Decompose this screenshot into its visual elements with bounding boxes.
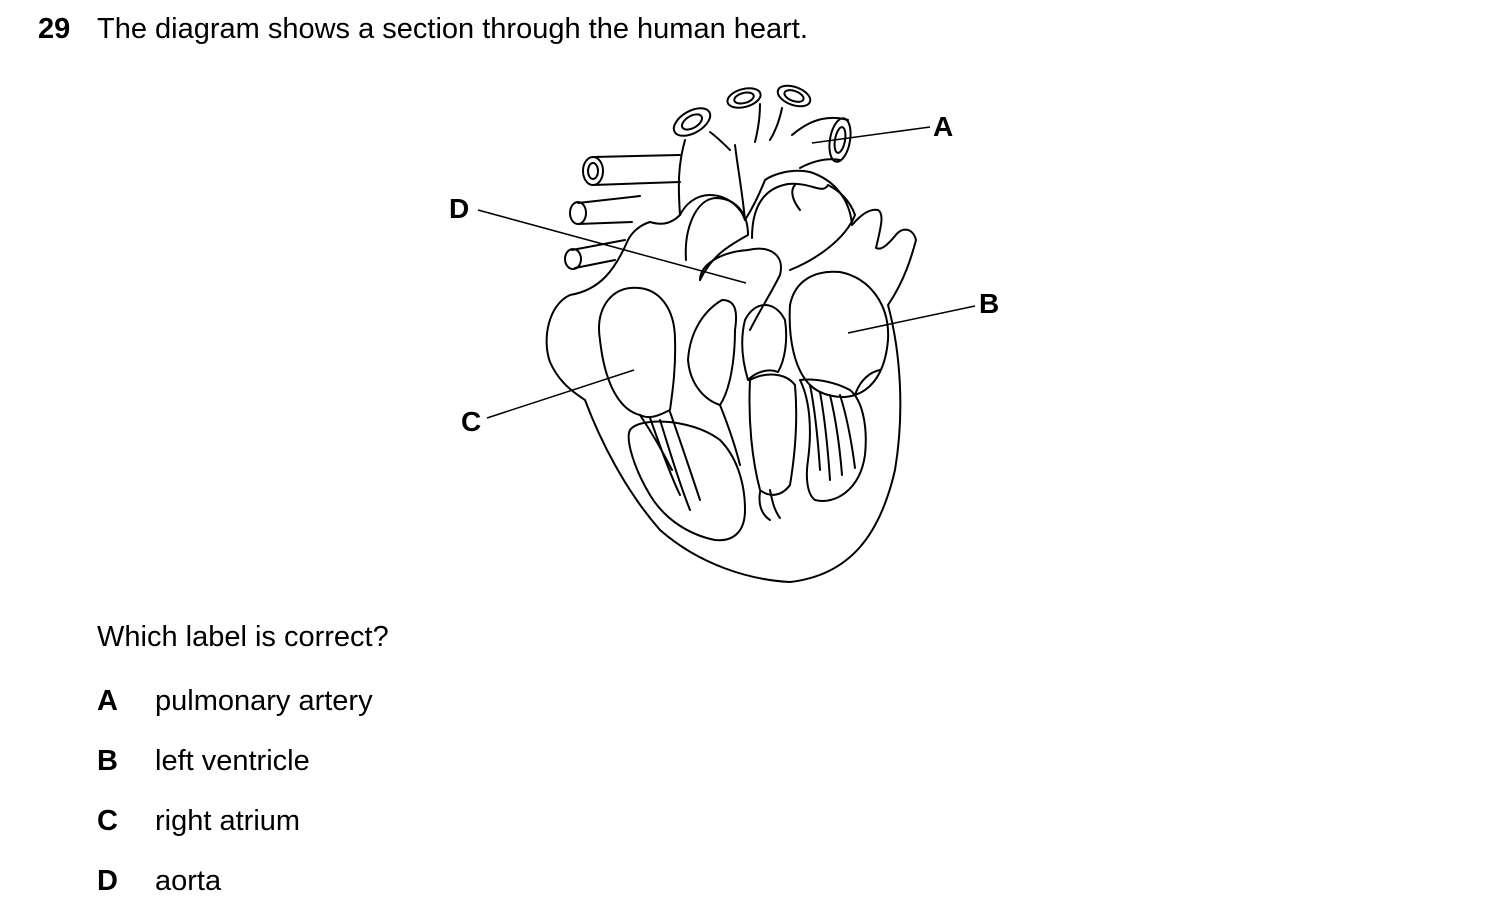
option-letter: A: [97, 685, 118, 717]
question-prompt: Which label is correct?: [97, 621, 389, 653]
pointer-line-d: [477, 209, 747, 284]
aortic-arch: [677, 139, 746, 221]
option-b[interactable]: B left ventricle: [97, 744, 373, 804]
right-ventricle: [627, 420, 746, 542]
pointer-line-b: [847, 305, 976, 334]
vessel-left-2: [577, 195, 641, 225]
vessel-left-3: [571, 239, 626, 269]
right-atrium: [598, 286, 677, 419]
diagram-label-c: C: [461, 406, 481, 437]
diagram-label-b: B: [979, 288, 999, 319]
option-text: pulmonary artery: [155, 685, 373, 717]
vessel-top-3: [776, 84, 812, 108]
heart-outline: [545, 169, 917, 583]
pulmonary-trunk-inner: [751, 182, 856, 271]
left-chamber: [788, 270, 890, 398]
option-text: aorta: [155, 865, 222, 897]
diagram-label-a: A: [933, 111, 953, 142]
answer-options: A pulmonary artery B left ventricle C ri…: [97, 684, 373, 924]
option-letter: C: [97, 805, 118, 837]
option-letter: B: [97, 745, 118, 777]
option-d[interactable]: D aorta: [97, 864, 373, 924]
question-number: 29: [38, 13, 71, 45]
question-stem: The diagram shows a section through the …: [97, 13, 808, 45]
vessel-top-2: [726, 87, 762, 109]
pointer-line-c: [486, 369, 635, 419]
mitral-valve: [809, 384, 856, 481]
left-ventricle: [799, 378, 867, 502]
aorta-inner: [684, 197, 749, 281]
tricuspid-valve: [639, 411, 701, 511]
option-text: left ventricle: [155, 745, 310, 777]
option-letter: D: [97, 865, 118, 897]
vessel-top-1: [672, 107, 712, 137]
option-c[interactable]: C right atrium: [97, 804, 373, 864]
vessel-left-1: [592, 154, 681, 186]
option-a[interactable]: A pulmonary artery: [97, 684, 373, 744]
option-text: right atrium: [155, 805, 301, 837]
diagram-label-d: D: [449, 193, 469, 224]
pointer-line-a: [811, 126, 931, 144]
